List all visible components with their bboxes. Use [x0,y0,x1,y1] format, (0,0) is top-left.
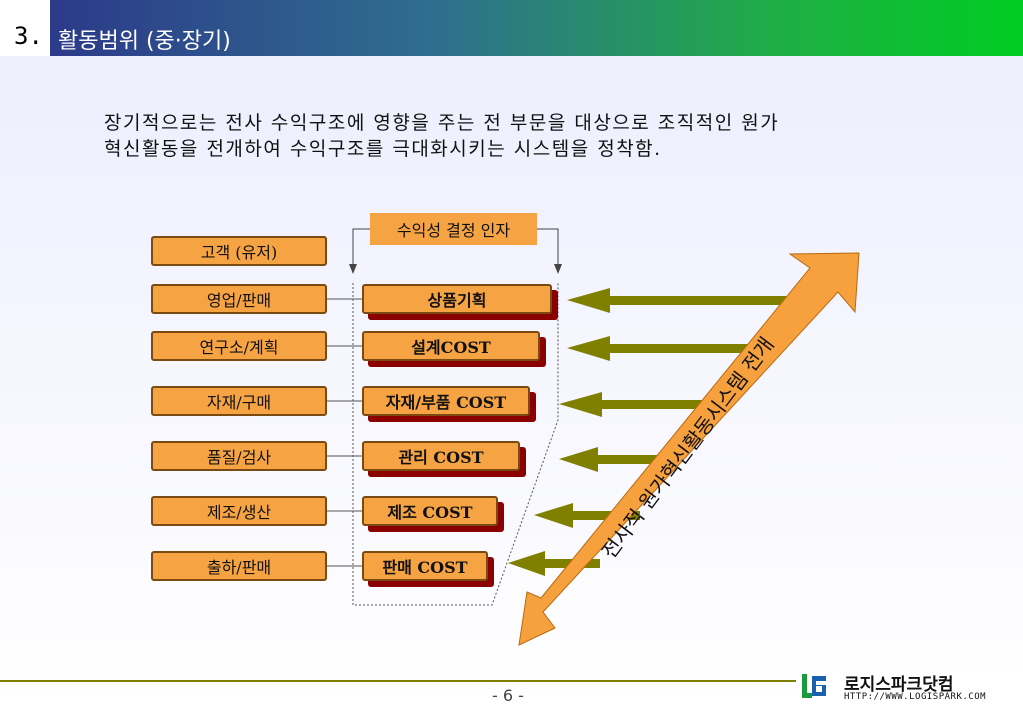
factor-box-material-cost: 자재/부품 COST [362,386,530,416]
bracket-right-arrowhead [554,264,562,274]
page-number: - 6 - [492,686,524,705]
olive-arrow-1 [567,288,790,313]
section-title: 활동범위 (중·장기) [58,29,231,54]
footer-line [0,680,800,682]
olive-arrow-5 [534,503,640,528]
dept-connectors [327,298,362,567]
dept-box-research: 연구소/계획 [151,331,327,361]
logo-name: 로지스파크닷컴 [844,675,954,695]
factor-box-design-cost: 설계COST [362,331,540,361]
header-bar [50,0,1023,56]
olive-arrow-4 [559,447,680,472]
intro-line-2: 혁신활동을 전개하여 수익구조를 극대화시키는 시스템을 정착함. [104,138,662,160]
big-double-arrow: 전사적 원가혁신활동시스템 전개 [518,252,860,646]
intro-line-1: 장기적으로는 전사 수익구조에 영향을 주는 전 부문을 대상으로 조직적인 원… [104,112,780,134]
factor-header: 수익성 결정 인자 [370,213,537,245]
factor-box-sales-cost: 판매 COST [362,551,488,581]
intro-text: 장기적으로는 전사 수익구조에 영향을 주는 전 부문을 대상으로 조직적인 원… [104,110,904,162]
dept-box-sales: 영업/판매 [151,284,327,314]
bracket-right [537,228,559,272]
big-arrow-label: 전사적 원가혁신활동시스템 전개 [597,333,779,563]
slide-header: 3. 활동범위 (중·장기) [0,0,1023,56]
olive-arrow-2 [567,336,760,361]
dept-box-quality: 품질/검사 [151,441,327,471]
olive-arrow-6 [508,551,600,576]
bracket-left-arrowhead [349,264,357,274]
dept-box-purchasing: 자재/구매 [151,386,327,416]
olive-arrows [508,288,790,576]
dept-box-manufacturing: 제조/생산 [151,496,327,526]
logo-url: HTTP://WWW.LOGISPARK.COM [844,692,987,702]
section-number: 3. [14,22,43,50]
dept-box-shipping: 출하/판매 [151,551,327,581]
olive-arrow-3 [559,392,718,417]
logispark-logo: 로지스파크닷컴 HTTP://WWW.LOGISPARK.COM [796,668,1023,708]
logo-mark-icon [802,674,826,698]
bracket-left [352,228,370,272]
dotted-region [352,283,559,606]
dept-box-customer: 고객 (유저) [151,236,327,266]
factor-box-product-planning: 상품기획 [362,284,552,314]
factor-box-manufacturing-cost: 제조 COST [362,496,498,526]
factor-box-management-cost: 관리 COST [362,441,520,471]
